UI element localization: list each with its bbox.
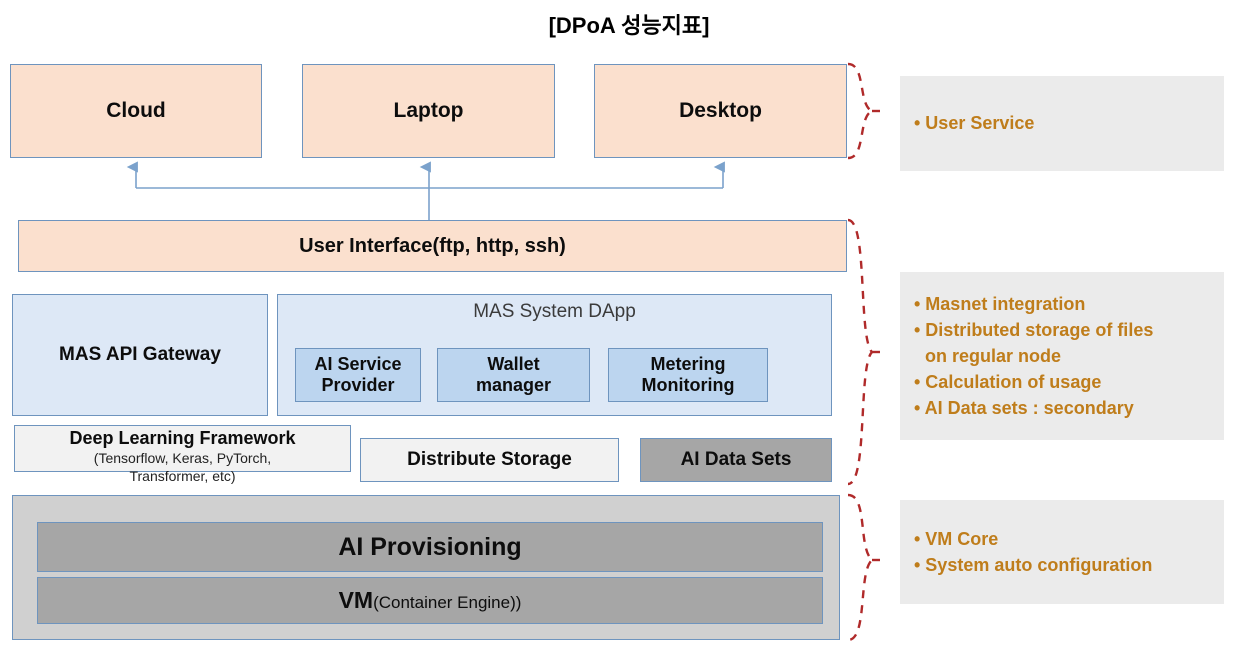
brace-vm-core [847,493,886,642]
panel-user-service: • User Service [900,76,1224,171]
panel-bullet: • AI Data sets : secondary [914,398,1134,419]
ai-data-sets-label: AI Data Sets [680,449,792,471]
panel-bullet: • Masnet integration [914,293,1086,314]
distribute-storage-box[interactable]: Distribute Storage [360,438,619,482]
vm-label-main: VM [338,587,374,613]
ai-provisioning-label: AI Provisioning [338,532,522,561]
user-interface-label: User Interface(ftp, http, ssh) [299,234,566,257]
mas-api-gateway-label: MAS API Gateway [59,344,221,366]
dlf-sub-line-1: (Tensorflow, Keras, PyTorch, [93,450,272,466]
user-interface-bar[interactable]: User Interface(ftp, http, ssh) [18,220,847,272]
panel-bullet: • Distributed storage of files [914,319,1154,340]
panel-bullet: • User Service [914,113,1035,134]
panel-masnet: • Masnet integration • Distributed stora… [900,272,1224,440]
vm-container-engine-bar[interactable]: VM(Container Engine)) [37,577,823,624]
ai-data-sets-box[interactable]: AI Data Sets [640,438,832,482]
panel-bullet-continuation-text: on regular node [925,345,1062,366]
panel-vm-core: • VM Core • System auto configuration [900,500,1224,604]
device-label: Laptop [393,98,464,122]
vm-label: VM(Container Engine)) [339,587,522,614]
device-label: Cloud [106,98,166,122]
ai-provisioning-bar[interactable]: AI Provisioning [37,522,823,572]
vm-layer-container[interactable]: AI Provisioning VM(Container Engine)) [12,495,840,640]
page-title: [DPoA 성능지표] [548,13,710,38]
mas-api-gateway-box[interactable]: MAS API Gateway [12,294,268,416]
dlf-sub-line-2: Transformer, etc) [129,467,236,484]
deep-learning-framework-box[interactable]: Deep Learning Framework (Tensorflow, Ker… [14,425,351,484]
device-box-desktop[interactable]: Desktop [594,64,847,158]
deep-learning-framework-subtitle: (Tensorflow, Keras, PyTorch, Transformer… [15,450,350,485]
deep-learning-framework-title: Deep Learning Framework [69,428,296,448]
device-box-cloud[interactable]: Cloud [10,64,262,158]
device-label: Desktop [679,98,762,122]
brace-user-service [847,62,886,160]
brace-masnet [847,218,886,486]
device-box-laptop[interactable]: Laptop [302,64,555,158]
panel-bullet: • System auto configuration [914,555,1153,575]
panel-bullet: • Calculation of usage [914,372,1102,393]
panel-bullet-continuation: on regular node [914,343,1210,369]
vm-label-sub: (Container Engine)) [373,593,522,612]
distribute-storage-label: Distribute Storage [407,449,572,471]
mas-system-dapp-title: MAS System DApp [473,301,636,322]
panel-bullet: • VM Core [914,528,999,549]
